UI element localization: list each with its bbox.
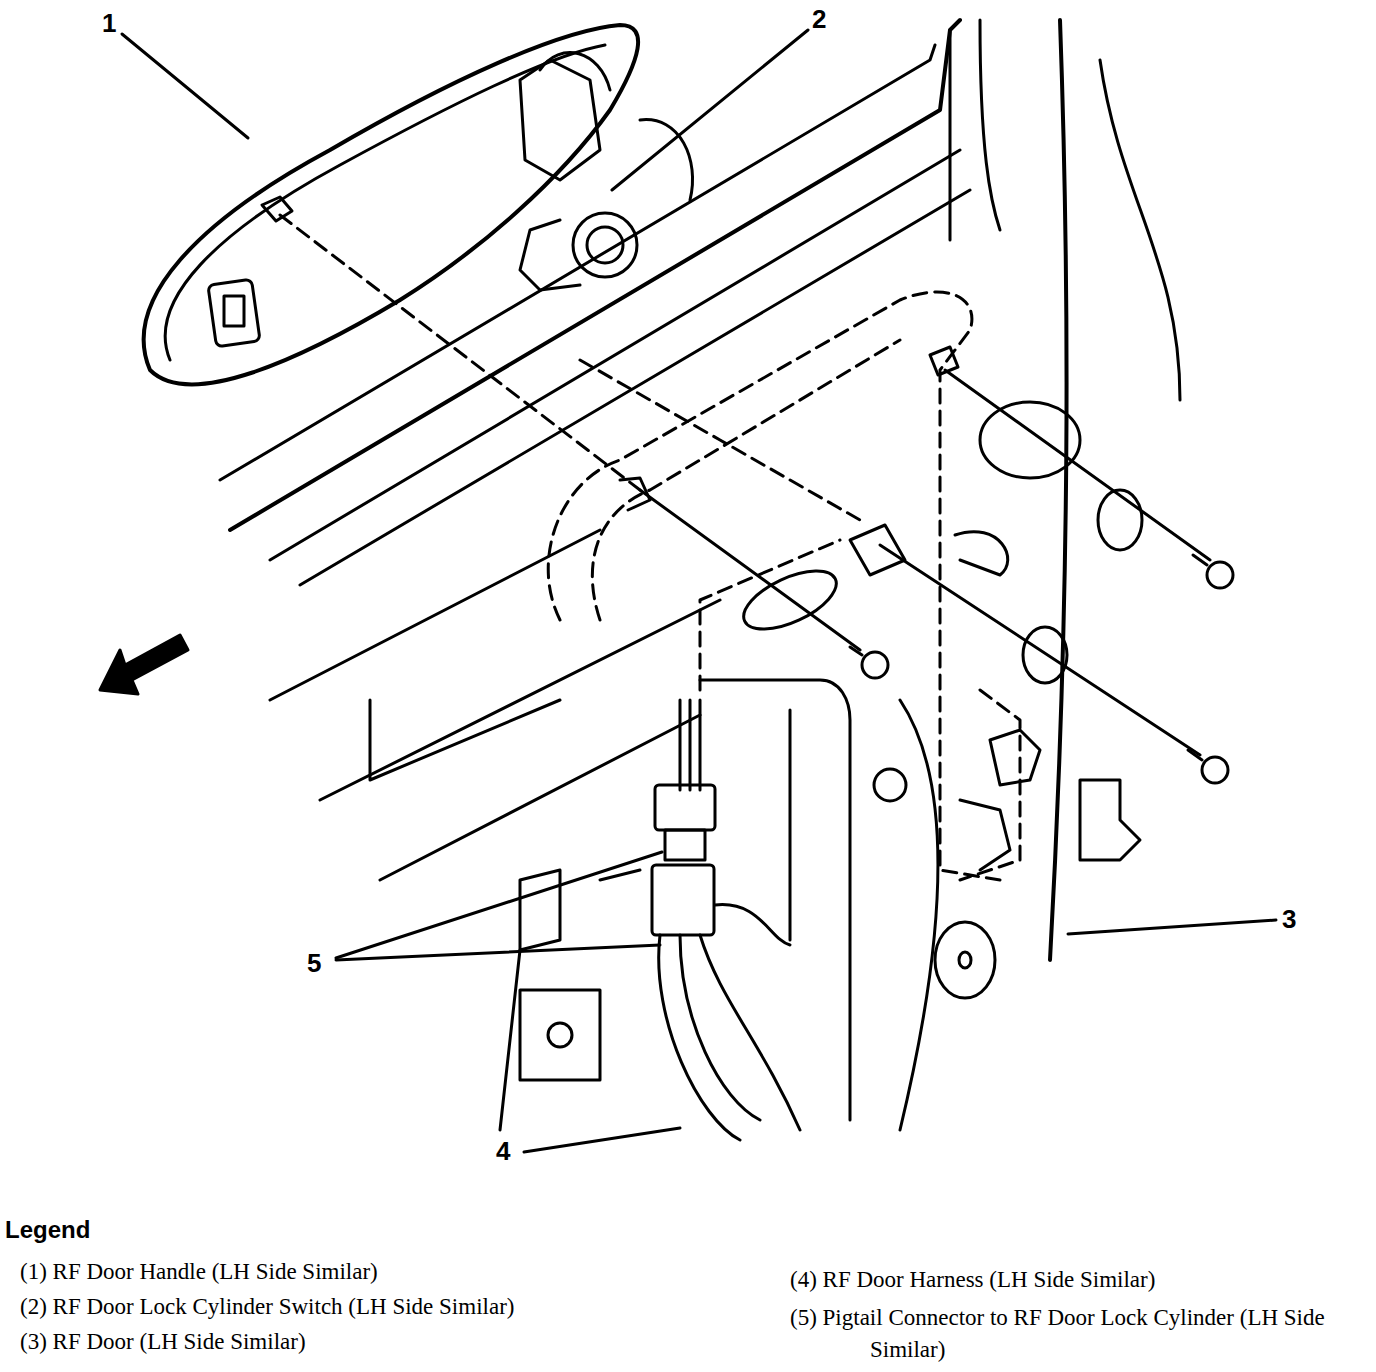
callout-number: 4 <box>494 1138 512 1164</box>
legend-entry: (1) RF Door Handle (LH Side Similar) <box>20 1256 378 1288</box>
legend-entry: (4) RF Door Harness (LH Side Similar) <box>790 1264 1155 1296</box>
callout-number: 2 <box>810 6 828 32</box>
legend-entry: (5) Pigtail Connector to RF Door Lock Cy… <box>790 1302 1370 1366</box>
callout-number: 3 <box>1280 906 1298 932</box>
callout-number: 1 <box>100 10 118 36</box>
legend-entry: (3) RF Door (LH Side Similar) <box>20 1326 306 1358</box>
legend-entry: (2) RF Door Lock Cylinder Switch (LH Sid… <box>20 1291 514 1323</box>
legend-heading: Legend <box>5 1218 90 1242</box>
callout-number: 5 <box>305 950 323 976</box>
